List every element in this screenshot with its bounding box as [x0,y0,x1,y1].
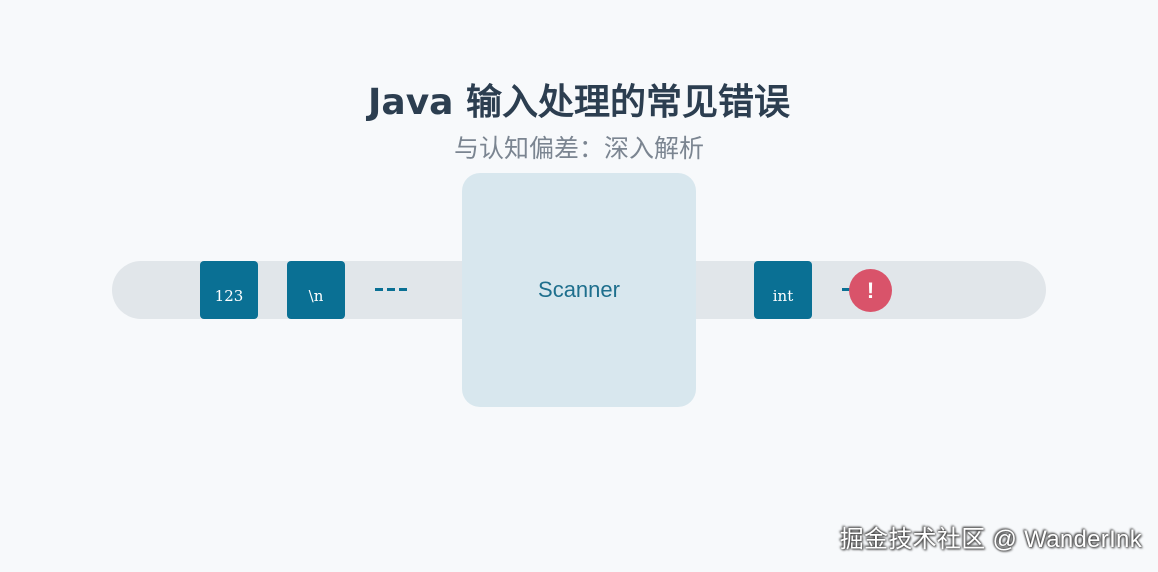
exclamation-icon: ! [849,269,892,312]
stream-continuation-dashes [375,288,407,291]
watermark: 掘金技术社区 @ WanderInk [839,526,1142,553]
scanner-box: Scanner [462,173,696,407]
input-token-newline: \n [287,261,345,319]
input-token-number: 123 [200,261,258,319]
page-title: Java 输入处理的常见错误 [368,82,790,123]
scanner-label: Scanner [538,277,620,302]
page-subtitle: 与认知偏差：深入解析 [453,134,704,163]
output-token-int: int [754,261,812,319]
